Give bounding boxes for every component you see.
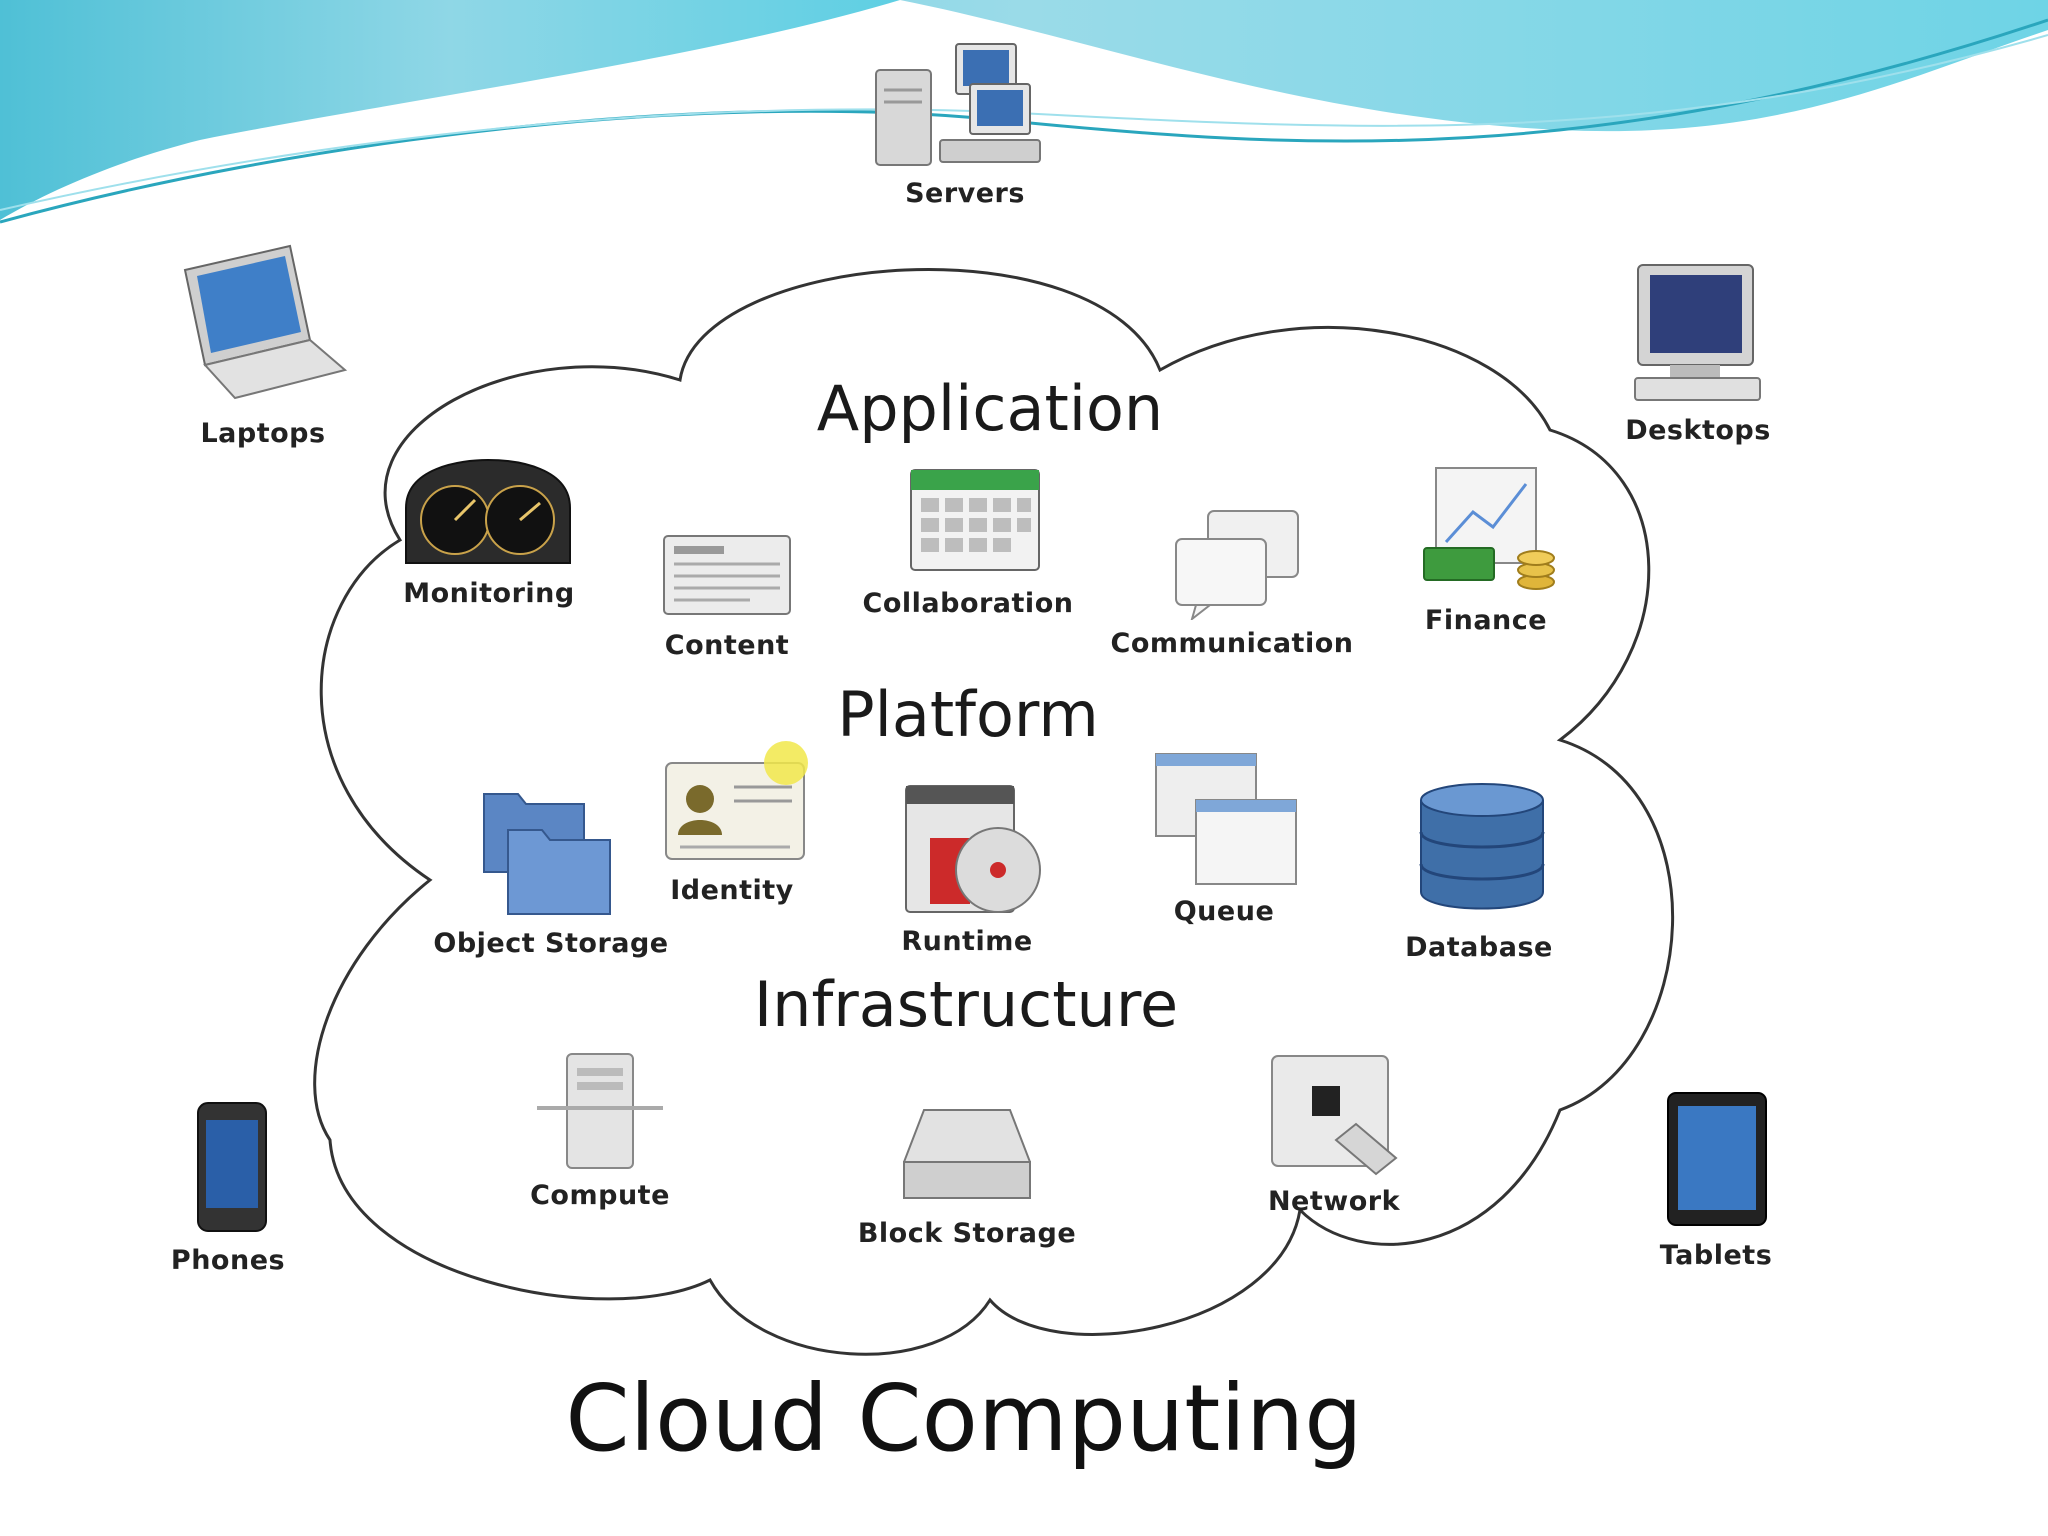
laptops-label: Laptops	[200, 418, 326, 449]
tablets-label: Tablets	[1659, 1240, 1773, 1271]
compute-icon	[537, 1053, 663, 1169]
monitoring-label: Monitoring	[403, 578, 575, 609]
object-storage-icon	[483, 793, 611, 915]
runtime-icon	[905, 785, 1041, 913]
queue-label: Queue	[1173, 896, 1275, 927]
servers-icon	[875, 43, 1041, 166]
content-icon	[663, 535, 791, 615]
object-storage-label: Object Storage	[433, 928, 669, 959]
block-storage-label: Block Storage	[857, 1218, 1077, 1249]
diagram-title: Cloud Computing	[565, 1365, 1363, 1472]
network-icon	[1271, 1055, 1398, 1176]
platform-heading: Platform	[837, 678, 1099, 751]
tablet-icon	[1667, 1092, 1767, 1226]
compute-label: Compute	[530, 1180, 670, 1211]
phones-label: Phones	[170, 1245, 286, 1276]
monitoring-icon	[405, 458, 571, 564]
database-icon	[1419, 783, 1545, 910]
runtime-label: Runtime	[901, 926, 1033, 957]
queue-icon	[1155, 753, 1297, 885]
database-label: Database	[1405, 932, 1553, 963]
finance-icon	[1423, 467, 1555, 590]
collaboration-label: Collaboration	[862, 588, 1074, 619]
application-heading: Application	[816, 372, 1164, 445]
collaboration-icon	[910, 469, 1040, 571]
desktops-label: Desktops	[1625, 415, 1771, 446]
laptop-icon	[183, 244, 348, 400]
desktop-icon	[1634, 264, 1761, 401]
finance-label: Finance	[1424, 605, 1548, 636]
identity-icon	[665, 741, 808, 860]
communication-label: Communication	[1110, 628, 1354, 659]
communication-icon	[1175, 510, 1299, 620]
network-label: Network	[1267, 1186, 1401, 1217]
identity-label: Identity	[670, 875, 794, 906]
block-storage-icon	[903, 1109, 1031, 1199]
servers-label: Servers	[905, 178, 1025, 209]
phone-icon	[197, 1102, 267, 1232]
infrastructure-heading: Infrastructure	[753, 968, 1179, 1041]
content-label: Content	[664, 630, 790, 661]
